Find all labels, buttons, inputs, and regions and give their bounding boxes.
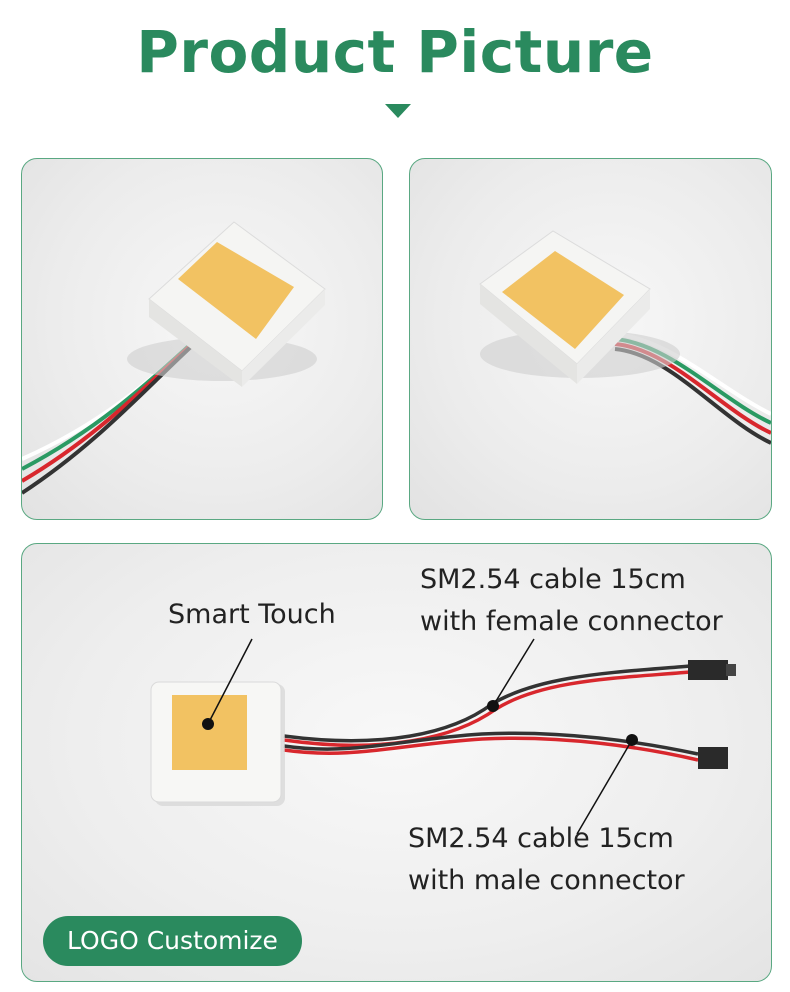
down-arrow-icon [385,104,411,118]
female-cable-label-line1: SM2.54 cable 15cm [420,564,686,595]
product-photo-annotated: Smart Touch SM2.54 cable 15cm with femal… [21,543,772,982]
page-title: Product Picture [136,18,654,86]
female-cable-label-line2: with female connector [420,606,723,637]
touch-sensor-image-left [22,221,326,495]
smart-touch-label: Smart Touch [168,599,336,630]
product-photo-angle-left [21,158,383,520]
male-cable-label-line1: SM2.54 cable 15cm [408,823,674,854]
touch-sensor-with-cables-image [150,638,736,835]
female-connector-icon [688,660,728,680]
touch-pad [172,695,247,770]
male-cable-label-line2: with male connector [408,865,685,896]
touch-sensor-image-right [479,230,771,445]
logo-customize-badge: LOGO Customize [43,916,302,966]
male-connector-icon [698,747,728,769]
product-photo-angle-right [409,158,772,520]
